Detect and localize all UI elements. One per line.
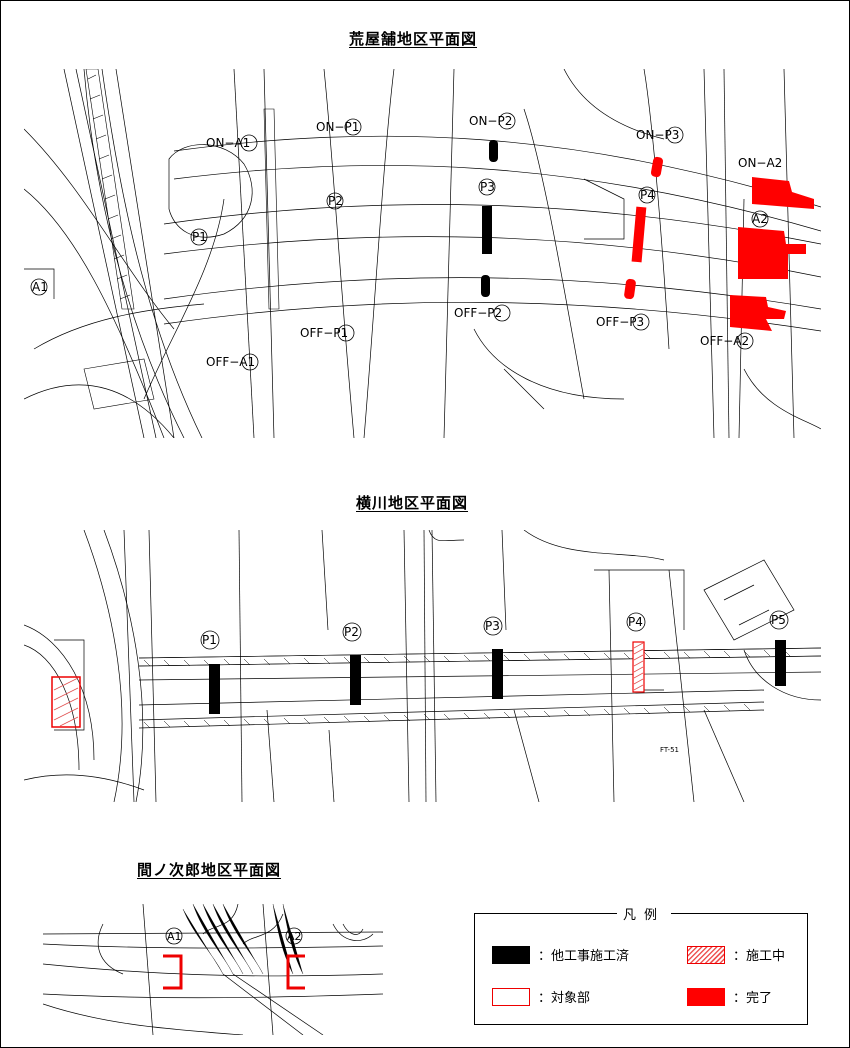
lbl-y-p5: P5	[771, 613, 786, 627]
lbl-m-a2: A2	[287, 930, 302, 943]
lbl-off-p1: OFF−P1	[300, 326, 348, 340]
pier-p5-other	[775, 640, 786, 686]
map-yokokawa: P1 P2 P3 P4 P5 FT-51	[24, 530, 821, 802]
legend-item-in-progress: ：施工中	[687, 945, 785, 964]
lbl-on-p3: ON−P3	[636, 128, 679, 142]
pier-on-p3-completed	[650, 156, 664, 178]
lbl-y-p2: P2	[344, 625, 359, 639]
lbl-p1: P1	[192, 230, 207, 244]
lbl-off-a2: OFF−A2	[700, 334, 749, 348]
map-title-yokokawa: 横川地区平面図	[356, 494, 469, 512]
pier-p1-other	[209, 664, 220, 714]
legend-label-target: ：対象部	[538, 991, 591, 1006]
lbl-off-p2: OFF−P2	[454, 306, 502, 320]
pier-off-p3-completed	[624, 278, 636, 300]
legend-label-in-progress: ：施工中	[733, 949, 786, 964]
pier-p3-other	[492, 649, 503, 699]
abut-a1-in-progress	[51, 676, 81, 728]
legend-label-completed: ：完了	[733, 991, 773, 1006]
abut-off-a2-completed	[730, 295, 786, 331]
lbl-off-a1: OFF−A1	[206, 355, 255, 369]
map-manojiro: A1 A2	[43, 904, 383, 1035]
map-arayashiki: ON−A1 ON−P1 ON−P2 ON−P3 ON−A2 P2 P3 P4 A…	[24, 69, 821, 438]
abut-a2-completed	[738, 227, 806, 279]
map-yokokawa-drawing: P1 P2 P3 P4 P5 FT-51	[24, 530, 821, 802]
pier-p4-completed	[631, 206, 647, 263]
legend-label-other-done: ：他工事施工済	[538, 949, 630, 964]
legend-swatch-outline	[492, 987, 530, 1006]
map-manojiro-drawing: A1 A2	[43, 904, 383, 1035]
lbl-on-a1: ON−A1	[206, 136, 250, 150]
legend-item-completed: ：完了	[687, 987, 772, 1006]
lbl-p3: P3	[480, 180, 495, 194]
lbl-m-a1: A1	[167, 930, 182, 943]
abut-m-a2-target	[286, 954, 305, 990]
lbl-p4: P4	[640, 188, 655, 202]
pier-p2-other	[350, 655, 361, 705]
map-title-arayashiki: 荒屋舗地区平面図	[349, 30, 478, 48]
legend-swatch-red	[687, 987, 725, 1006]
lbl-a2: A2	[752, 212, 768, 226]
legend-title: 凡例	[617, 904, 672, 923]
pier-off-p2-other	[481, 275, 490, 297]
pier-on-p2-other	[489, 140, 498, 162]
legend-swatch-hatch	[687, 945, 725, 964]
abut-on-a2-completed	[752, 177, 814, 209]
pier-p3-center-other	[482, 206, 492, 254]
abut-m-a1-target	[163, 954, 183, 990]
legend-swatch-black	[492, 945, 530, 964]
lbl-y-p3: P3	[485, 619, 500, 633]
lbl-on-p1: ON−P1	[316, 120, 359, 134]
legend-item-other-done: ：他工事施工済	[492, 945, 629, 964]
lbl-on-p2: ON−P2	[469, 114, 512, 128]
legend: 凡例 ：他工事施工済 ：施工中 ：対象部 ：完了	[474, 904, 808, 1025]
lbl-y-p4: P4	[628, 615, 643, 629]
legend-item-target: ：対象部	[492, 987, 590, 1006]
map-title-manojiro: 間ノ次郎地区平面図	[137, 861, 282, 879]
lbl-off-p3: OFF−P3	[596, 315, 644, 329]
lbl-a1: A1	[32, 280, 48, 294]
lbl-y-ft: FT-51	[660, 746, 679, 754]
map-arayashiki-drawing: ON−A1 ON−P1 ON−P2 ON−P3 ON−A2 P2 P3 P4 A…	[24, 69, 821, 438]
lbl-p2: P2	[328, 194, 343, 208]
lbl-on-a2: ON−A2	[738, 156, 782, 170]
lbl-y-p1: P1	[202, 633, 217, 647]
pier-p4-in-progress	[632, 641, 645, 693]
